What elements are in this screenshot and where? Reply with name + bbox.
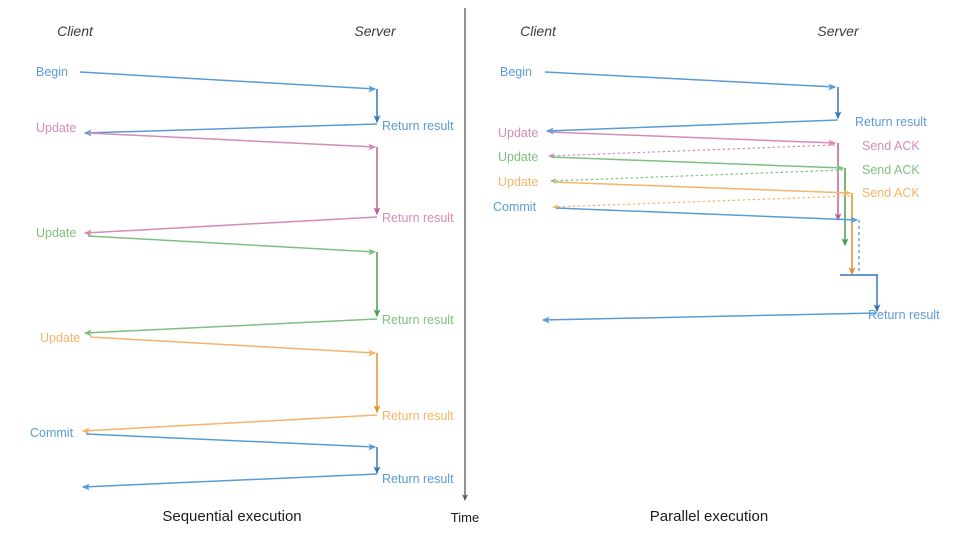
sequential-client-label-3: Update: [40, 331, 80, 345]
sequential-commit-response: [81, 473, 378, 491]
parallel-client-label-1: Update: [498, 126, 538, 140]
parallel-server-label-3: Send ACK: [862, 186, 920, 200]
sequential-update3-request: [89, 336, 377, 357]
parallel-update1-ack: [548, 144, 836, 159]
parallel-update1-request: [548, 131, 837, 147]
parallel-server-label-1: Send ACK: [862, 139, 920, 153]
sequential-actor-client: Client: [57, 23, 94, 39]
sequential-server-label-3: Return result: [382, 409, 454, 423]
parallel-commit-response: [541, 312, 878, 324]
parallel-server-label-4: Return result: [868, 308, 940, 322]
parallel-update2-request: [550, 156, 845, 172]
time-axis-layer: Time: [451, 8, 479, 525]
parallel-client-label-2: Update: [498, 150, 538, 164]
sequential-update1-request: [87, 132, 377, 151]
sequential-commit-request: [85, 433, 377, 451]
parallel-client-label-0: Begin: [500, 65, 532, 79]
sequential-begin-request: [79, 71, 377, 93]
sequential-client-label-4: Commit: [30, 426, 74, 440]
parallel-server-label-2: Send ACK: [862, 163, 920, 177]
sequential-update1-response: [83, 216, 378, 237]
parallel-update3-ack: [552, 195, 851, 210]
parallel-begin-request: [544, 71, 837, 91]
sequential-caption: Sequential execution: [162, 508, 301, 525]
parallel-client-label-4: Commit: [493, 200, 537, 214]
parallel-caption: Parallel execution: [650, 508, 768, 525]
sequential-update3-response: [81, 414, 378, 435]
parallel-update2-ack: [550, 169, 844, 184]
sequential-server-label-4: Return result: [382, 472, 454, 486]
sequential-actor-server: Server: [354, 23, 397, 39]
sequential-client-label-0: Begin: [36, 65, 68, 79]
parallel-server-label-0: Return result: [855, 115, 927, 129]
parallel-client-label-3: Update: [498, 175, 538, 189]
parallel-actor-server: Server: [817, 23, 860, 39]
sequential-server-label-2: Return result: [382, 313, 454, 327]
sequential-update2-response: [83, 318, 378, 337]
sequential-server-label-0: Return result: [382, 119, 454, 133]
sequential-client-label-2: Update: [36, 226, 76, 240]
sequential-update2-request: [87, 235, 377, 256]
parallel-actor-client: Client: [520, 23, 557, 39]
message-lines-layer: [79, 71, 881, 491]
parallel-begin-response: [545, 119, 839, 135]
sequential-begin-response: [83, 123, 378, 137]
parallel-update3-request: [552, 181, 852, 197]
sequential-server-label-1: Return result: [382, 211, 454, 225]
parallel-commit-request: [555, 207, 859, 224]
sequential-client-label-1: Update: [36, 121, 76, 135]
time-axis-label: Time: [451, 510, 479, 525]
